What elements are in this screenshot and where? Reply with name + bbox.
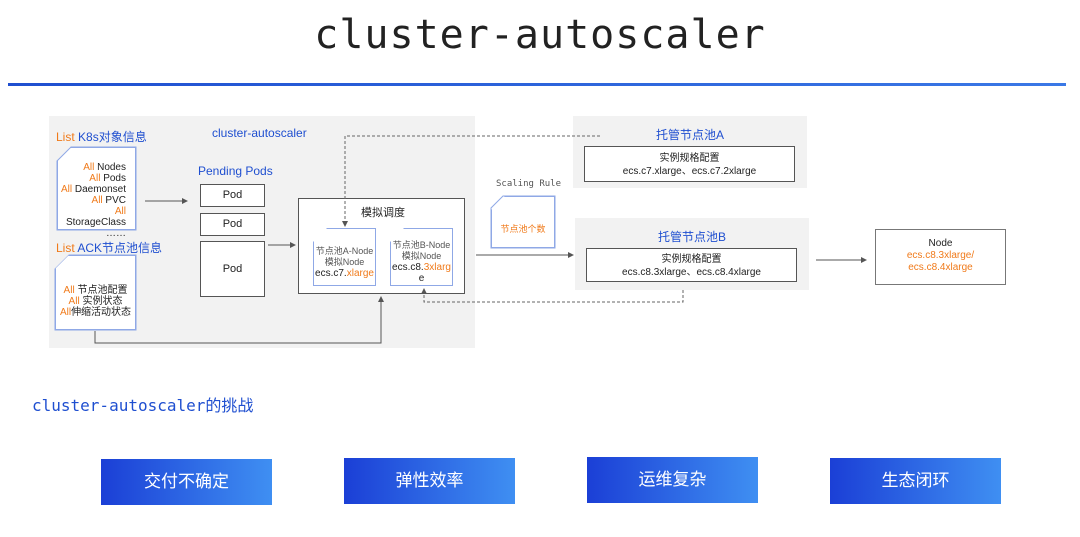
- node-pool-a-spec-box: 实例规格配置 ecs.c7.xlarge、ecs.c7.2xlarge: [584, 146, 795, 182]
- scaling-rule-label: Scaling Rule: [496, 179, 562, 189]
- node-pool-b-spec-box: 实例规格配置 ecs.c8.3xlarge、ecs.c8.4xlarge: [586, 248, 797, 282]
- sim-node-b-text: 节点池B-Node 模拟Node ecs.c8.3xlarg e: [392, 240, 451, 284]
- sim-node-a: [313, 228, 376, 286]
- list-item: ……: [106, 228, 126, 239]
- k8s-objects-doc: [57, 147, 136, 230]
- list-item: All 实例状态: [68, 296, 123, 307]
- list-item: All PVC: [91, 195, 126, 206]
- pod-box: Pod: [200, 213, 265, 236]
- challenge-ecosystem-closed: 生态闭环: [830, 458, 1001, 504]
- ack-items-list: All 节点池配置 All 实例状态 All伸缩活动状态: [55, 285, 136, 318]
- node-count-doc: [491, 196, 555, 248]
- spec-label: 实例规格配置: [659, 153, 720, 164]
- pod-box: Pod: [200, 184, 265, 207]
- simulate-scheduling-title: 模拟调度: [361, 207, 405, 219]
- list-item: All Nodes: [83, 162, 126, 173]
- pod-box: Pod: [200, 241, 265, 297]
- list-item: All 节点池配置: [63, 285, 128, 296]
- node-spec-line1: ecs.c8.3xlarge/: [906, 250, 975, 261]
- node-pool-b-title: 托管节点池B: [657, 230, 726, 244]
- node-spec-line2: ecs.c8.4xlarge: [908, 262, 973, 273]
- node-box: Node ecs.c8.3xlarge/ ecs.c8.4xlarge: [875, 229, 1006, 285]
- list-ack-prefix: List: [56, 241, 75, 255]
- spec-value: ecs.c8.3xlarge、ecs.c8.4xlarge: [622, 267, 761, 278]
- list-item: All Pods: [89, 173, 126, 184]
- challenge-scaling-efficiency: 弹性效率: [344, 458, 515, 504]
- list-k8s-text: K8s对象信息: [74, 130, 147, 144]
- spec-label: 实例规格配置: [661, 254, 722, 265]
- list-item: All Daemonset: [60, 184, 126, 195]
- k8s-items-list: All Nodes All Pods All Daemonset All PVC…: [57, 162, 136, 239]
- list-item: All伸缩活动状态: [59, 307, 132, 318]
- challenge-heading: cluster-autoscaler的挑战: [32, 396, 254, 415]
- autoscaler-label: cluster-autoscaler: [212, 126, 307, 140]
- node-pool-a-title: 托管节点池A: [655, 128, 724, 142]
- list-item: All StorageClass: [65, 206, 126, 228]
- sim-node-b: [390, 228, 453, 286]
- challenge-ops-complexity: 运维复杂: [587, 457, 758, 503]
- ack-info-doc: [55, 255, 136, 330]
- spec-value: ecs.c7.xlarge、ecs.c7.2xlarge: [622, 166, 757, 177]
- pending-pods-label: Pending Pods: [198, 164, 273, 178]
- page-title: cluster-autoscaler: [314, 12, 766, 58]
- list-ack-heading: List ACK节点池信息: [56, 239, 162, 256]
- list-k8s-heading: List K8s对象信息: [56, 128, 147, 145]
- node-title: Node: [928, 238, 953, 249]
- sim-node-a-text: 节点池A-Node 模拟Node ecs.c7.xlarge: [315, 246, 374, 279]
- node-count-text: 节点池个数: [500, 224, 546, 234]
- challenge-delivery-uncertain: 交付不确定: [101, 459, 272, 505]
- list-k8s-prefix: List: [56, 130, 75, 144]
- list-ack-text: ACK节点池信息: [74, 241, 163, 255]
- title-underline: [8, 83, 1066, 86]
